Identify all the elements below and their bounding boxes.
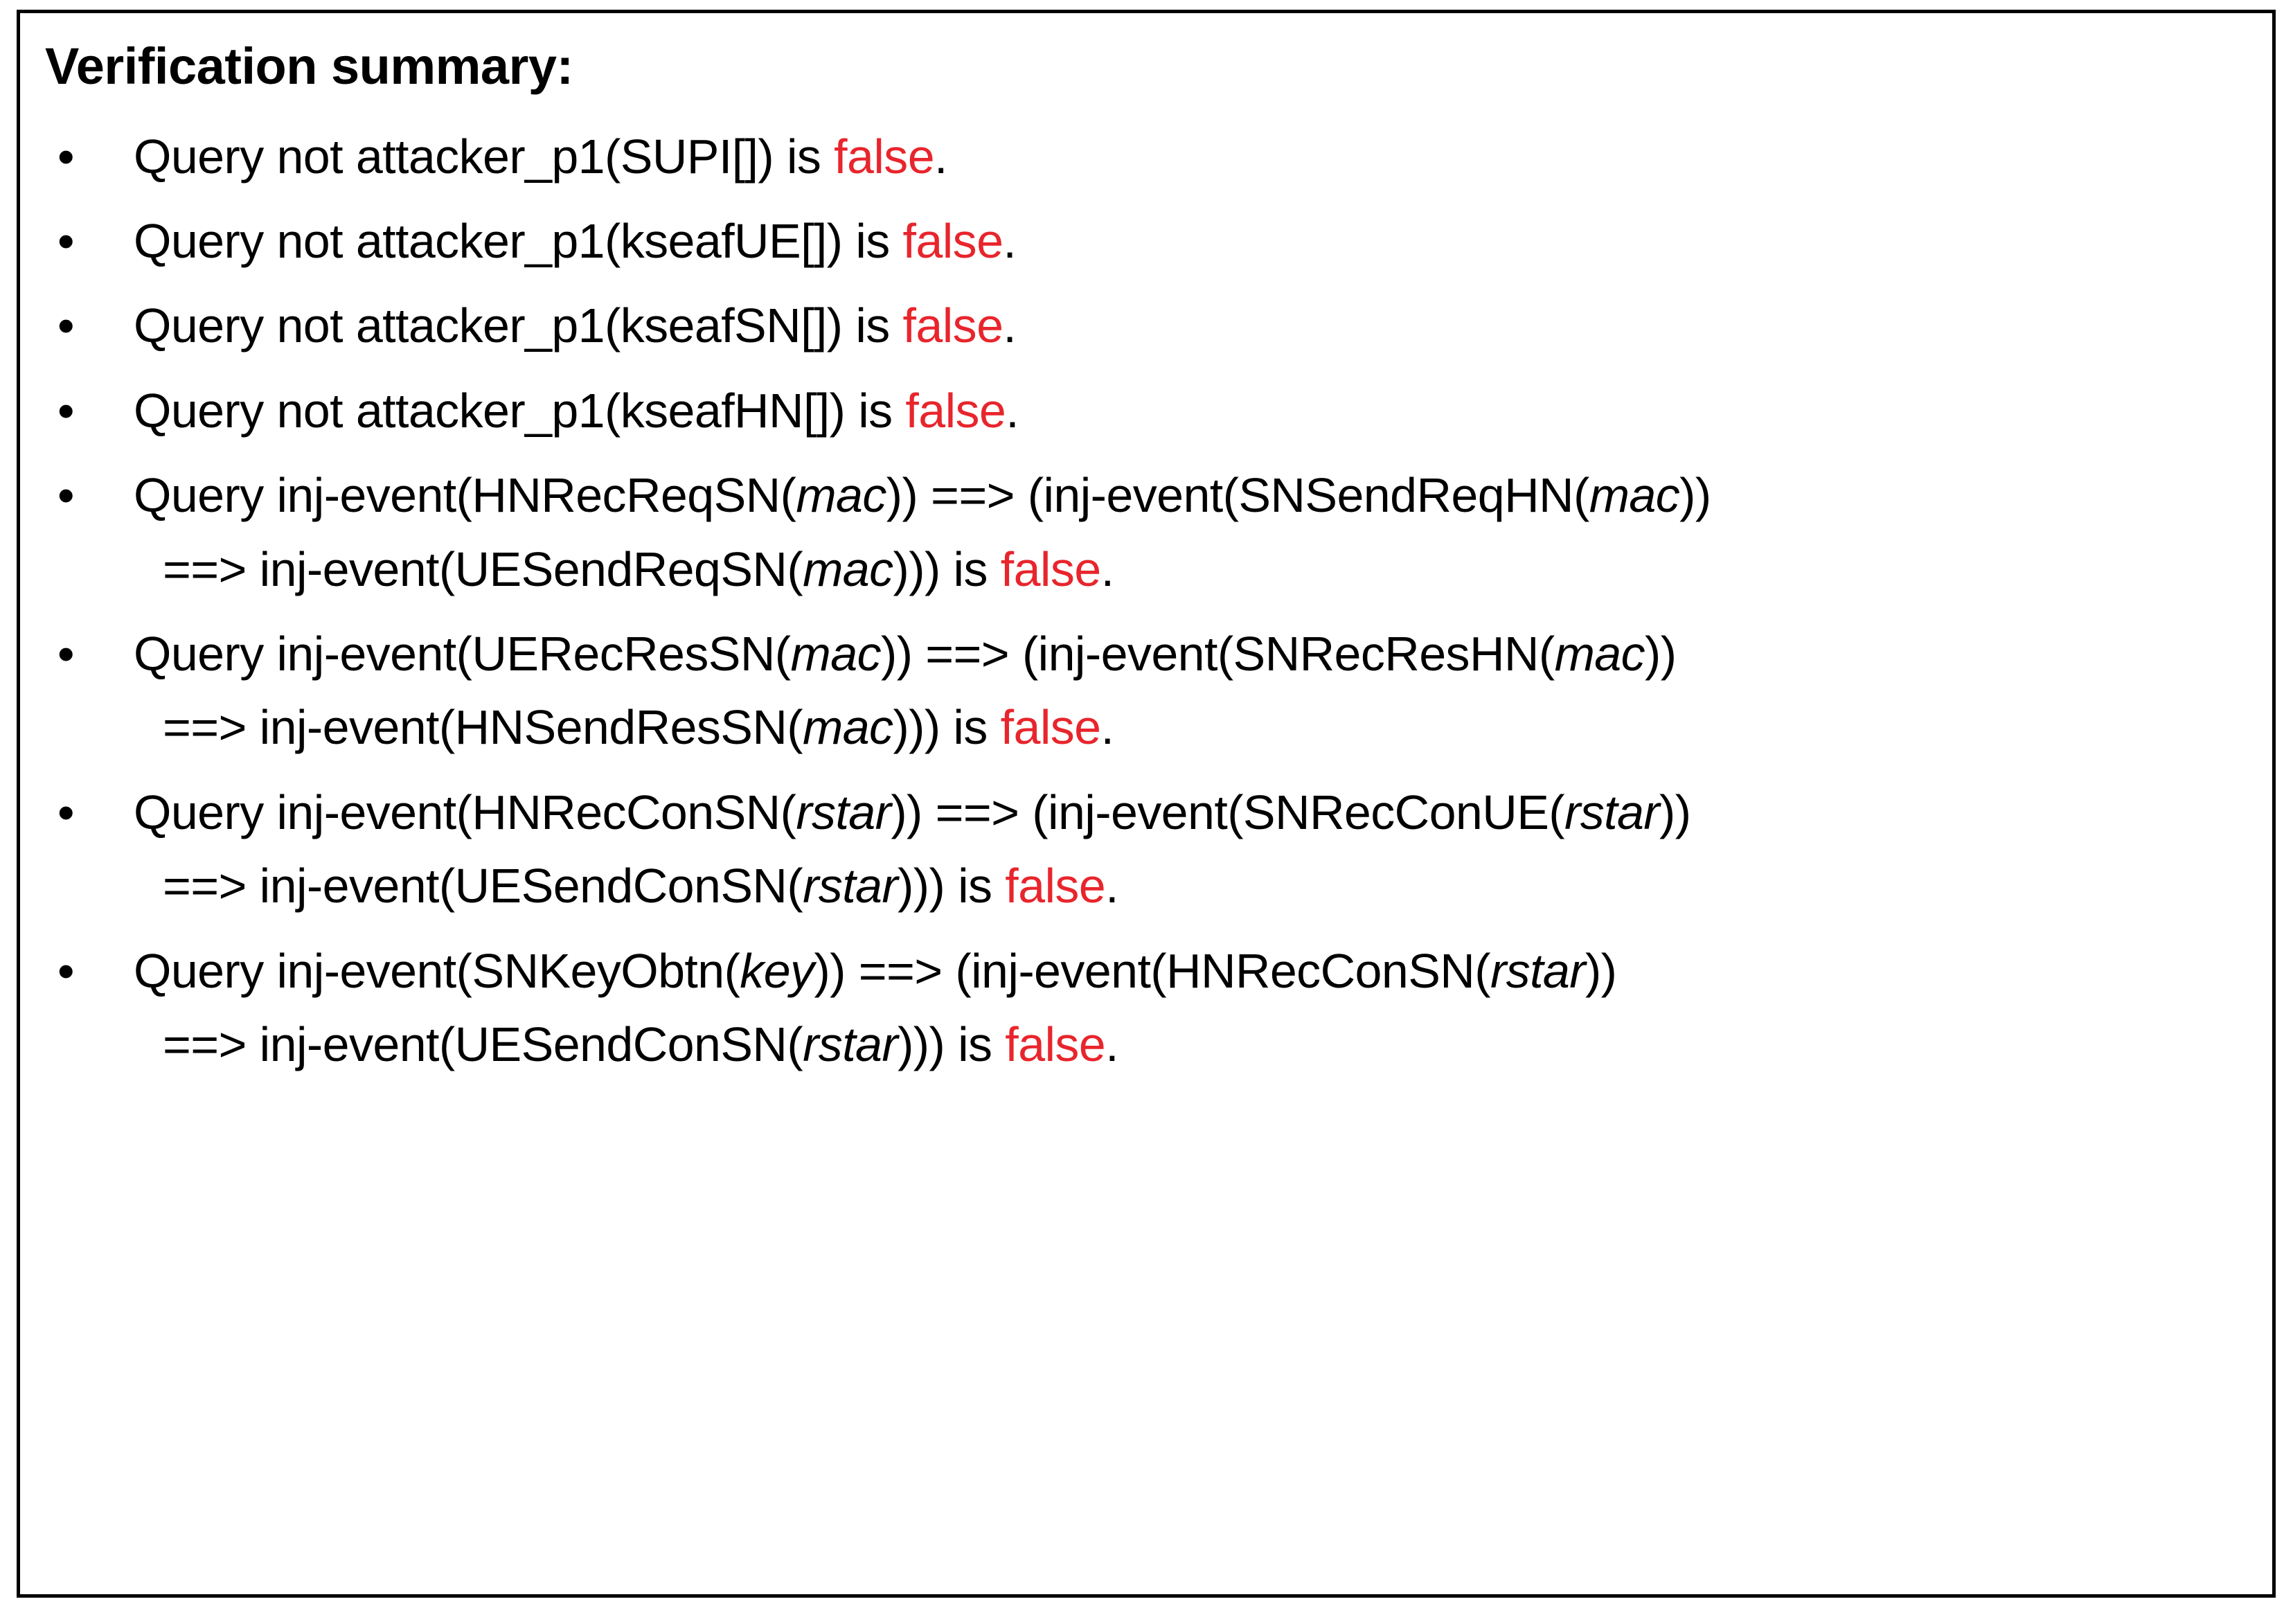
query-text: .: [1100, 542, 1114, 596]
page-title: Verification summary:: [45, 37, 573, 95]
query-parameter: mac: [803, 700, 893, 755]
query-text: .: [1003, 298, 1017, 353]
query-line: Query inj-event(SNKeyObtn(key)) ==> (inj…: [134, 934, 2245, 1008]
bullet-marker-icon: •: [57, 627, 75, 681]
verification-query-list: • Query not attacker_p1(SUPI[]) is false.…: [45, 120, 2245, 1082]
query-parameter: mac: [790, 627, 882, 681]
query-text: .: [1105, 1017, 1119, 1071]
list-item: • Query not attacker_p1(SUPI[]) is false.: [45, 120, 2245, 193]
query-parameter: mac: [796, 468, 886, 523]
query-line-continuation: ==> inj-event(UESendConSN(rstar))) is fa…: [134, 1008, 2245, 1081]
result-false: false: [902, 298, 1003, 353]
query-parameter: rstar: [1564, 785, 1660, 839]
query-text: .: [1003, 214, 1017, 269]
query-text: Query inj-event(UERecResSN(: [134, 627, 791, 681]
query-text: .: [934, 129, 947, 184]
query-text: ==> inj-event(UESendReqSN(: [163, 542, 803, 596]
query-line-continuation: ==> inj-event(HNSendResSN(mac))) is fals…: [134, 690, 2245, 764]
list-item: •Query inj-event(HNRecReqSN(mac)) ==> (i…: [45, 458, 2245, 606]
query-text: Query not attacker_p1(kseafSN[]) is: [134, 298, 903, 353]
query-line: Query not attacker_p1(kseafUE[]) is fals…: [134, 204, 2245, 278]
query-text: ==> inj-event(UESendConSN(: [163, 859, 803, 913]
list-item: •Query inj-event(UERecResSN(mac)) ==> (i…: [45, 617, 2245, 765]
query-line: Query not attacker_p1(kseafSN[]) is fals…: [134, 289, 2245, 362]
query-text: .: [1100, 700, 1114, 755]
query-text: Query not attacker_p1(kseafUE[]) is: [134, 214, 903, 269]
result-false: false: [1005, 859, 1106, 913]
query-parameter: rstar: [796, 785, 891, 839]
query-text: )): [1645, 627, 1677, 681]
query-text: ))) is: [898, 859, 1006, 913]
query-line-continuation: ==> inj-event(UESendConSN(rstar))) is fa…: [134, 849, 2245, 922]
query-line: Query inj-event(UERecResSN(mac)) ==> (in…: [134, 617, 2245, 690]
query-text: .: [1105, 859, 1119, 913]
query-text: ))) is: [893, 542, 1001, 596]
query-text: ))) is: [893, 700, 1001, 755]
query-line: Query inj-event(HNRecConSN(rstar)) ==> (…: [134, 776, 2245, 849]
query-text: )) ==> (inj-event(HNRecConSN(: [814, 943, 1490, 998]
result-false: false: [1005, 1017, 1106, 1071]
query-parameter: mac: [1589, 468, 1680, 523]
query-parameter: rstar: [803, 1017, 898, 1071]
query-text: ==> inj-event(HNSendResSN(: [163, 700, 803, 755]
verification-summary-panel: Verification summary: • Query not attacke…: [17, 10, 2276, 1598]
query-text: ))) is: [898, 1017, 1006, 1071]
list-item: • Query not attacker_p1(kseafHN[]) is fal…: [45, 374, 2245, 447]
query-line: Query not attacker_p1(kseafHN[]) is fals…: [134, 374, 2245, 447]
result-false: false: [902, 214, 1003, 269]
bullet-marker-icon: •: [57, 785, 75, 839]
query-text: Query inj-event(HNRecConSN(: [134, 785, 796, 839]
query-line-continuation: ==> inj-event(UESendReqSN(mac))) is fals…: [134, 533, 2245, 606]
query-text: )): [1585, 943, 1617, 998]
result-false: false: [834, 129, 935, 184]
bullet-marker-icon: •: [57, 214, 75, 269]
query-text: Query not attacker_p1(SUPI[]) is: [134, 129, 835, 184]
list-item: • Query inj-event(SNKeyObtn(key)) ==> (in…: [45, 934, 2245, 1082]
query-parameter: rstar: [803, 859, 898, 913]
query-text: )): [1679, 468, 1711, 523]
query-parameter: rstar: [1490, 943, 1586, 998]
result-false: false: [1000, 700, 1101, 755]
query-parameter: mac: [1554, 627, 1645, 681]
query-line: Query not attacker_p1(SUPI[]) is false.: [134, 120, 2245, 193]
query-text: Query inj-event(SNKeyObtn(: [134, 943, 740, 998]
result-false: false: [905, 383, 1006, 438]
panel-content: Verification summary: • Query not attacke…: [20, 13, 2272, 1081]
bullet-marker-icon: •: [57, 129, 75, 184]
query-text: .: [1006, 383, 1019, 438]
query-text: )) ==> (inj-event(SNRecResHN(: [880, 627, 1555, 681]
list-item: • Query not attacker_p1(kseafSN[]) is fal…: [45, 289, 2245, 362]
bullet-marker-icon: •: [57, 298, 75, 353]
query-text: ==> inj-event(UESendConSN(: [163, 1017, 803, 1071]
query-parameter: mac: [803, 542, 893, 596]
result-false: false: [1000, 542, 1101, 596]
bullet-marker-icon: •: [57, 383, 75, 438]
list-item: • Query not attacker_p1(kseafUE[]) is fal…: [45, 204, 2245, 278]
query-text: )) ==> (inj-event(SNSendReqHN(: [886, 468, 1590, 523]
list-item: •Query inj-event(HNRecConSN(rstar)) ==> …: [45, 776, 2245, 923]
query-text: Query not attacker_p1(kseafHN[]) is: [134, 383, 906, 438]
query-line: Query inj-event(HNRecReqSN(mac)) ==> (in…: [134, 458, 2245, 532]
bullet-marker-icon: •: [57, 943, 75, 998]
query-text: )) ==> (inj-event(SNRecConUE(: [891, 785, 1564, 839]
query-parameter: key: [740, 943, 814, 998]
bullet-marker-icon: •: [57, 468, 75, 523]
query-text: )): [1659, 785, 1691, 839]
query-text: Query inj-event(HNRecReqSN(: [134, 468, 796, 523]
